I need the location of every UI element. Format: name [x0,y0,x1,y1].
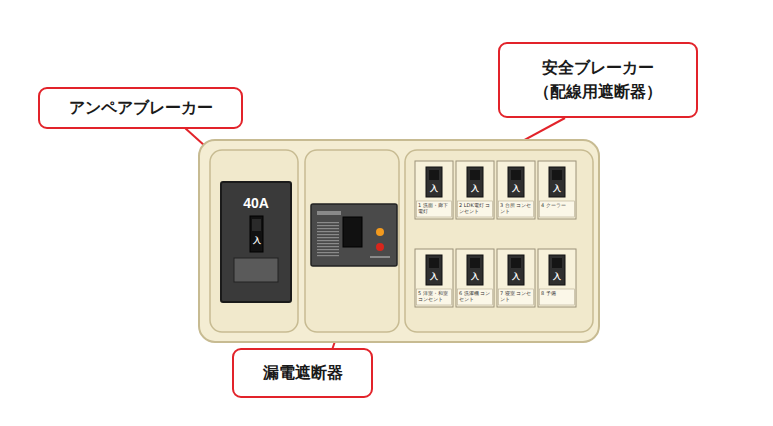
breaker-cell [415,249,453,307]
compartment [210,150,298,332]
leakage-breaker [311,204,397,266]
switch-label: 入 [467,185,483,193]
switch-lever [511,170,521,180]
circuit-plate [540,289,575,305]
breaker-switch [426,167,442,197]
breaker-switch [250,216,263,252]
switch-label: 入 [508,185,524,193]
circuit-label: 4 クーラー [541,203,574,209]
circuit-plate [417,289,452,305]
switch-lever [470,170,480,180]
circuit-label: 2 LDK電灯 コンセント [459,203,492,215]
switch-lever [552,170,562,180]
circuit-plate [458,289,493,305]
circuit-plate [417,201,452,217]
breaker-switch [549,167,565,197]
switch-label: 入 [467,273,483,281]
switch-lever [429,258,439,268]
callout-box: 安全ブレーカー（配線用遮断器） [498,42,698,118]
switch-label: 入 [248,237,265,245]
callout-text: アンペアブレーカー [69,96,213,120]
circuit-label: 8 予備 [541,291,574,297]
switch-label: 入 [426,273,442,281]
callout-text: 安全ブレーカー [542,56,654,80]
callout-text: （配線用遮断器） [534,80,662,104]
test-button [343,217,362,247]
switch-lever [552,258,562,268]
panel-body [199,140,599,342]
breaker-window [234,258,278,282]
circuit-label: 6 洗濯機 コンセント [459,291,492,303]
breaker-cell [497,161,535,219]
switch-lever [511,258,521,268]
switch-lever [429,170,439,180]
breaker-switch [467,255,483,285]
switch-label: 入 [549,273,565,281]
breaker-cell [415,161,453,219]
breaker-switch [508,167,524,197]
breaker-cell [497,249,535,307]
callout-box: 漏電遮断器 [232,348,373,398]
breaker-cell [538,161,576,219]
switch-label: 入 [426,185,442,193]
compartment [405,150,593,332]
rating-label: 40A [226,195,286,211]
circuit-label: 7 寝室 コンセント [500,291,533,303]
ampere-breaker [221,182,291,302]
callout-box: アンペアブレーカー [38,87,243,129]
breaker-switch [508,255,524,285]
circuit-plate [458,201,493,217]
switch-lever [470,258,480,268]
compartment [305,150,399,332]
switch-label: 入 [508,273,524,281]
circuit-plate [499,289,534,305]
circuit-label: 5 洋室・和室 コンセント [418,291,451,303]
breaker-cell [456,249,494,307]
breaker-switch [426,255,442,285]
circuit-label: 3 台所 コンセント [500,203,533,215]
switch-label: 入 [549,185,565,193]
breaker-switch [549,255,565,285]
callout-text: 漏電遮断器 [263,361,343,385]
circuit-label: 1 洗面・廊下 電灯 [418,203,451,215]
circuit-plate [499,201,534,217]
indicator-lamp [376,243,384,251]
indicator-lamp [376,228,384,236]
breaker-cell [456,161,494,219]
circuit-plate [540,201,575,217]
breaker-cell [538,249,576,307]
breaker-switch [467,167,483,197]
safety-breakers [415,161,576,307]
